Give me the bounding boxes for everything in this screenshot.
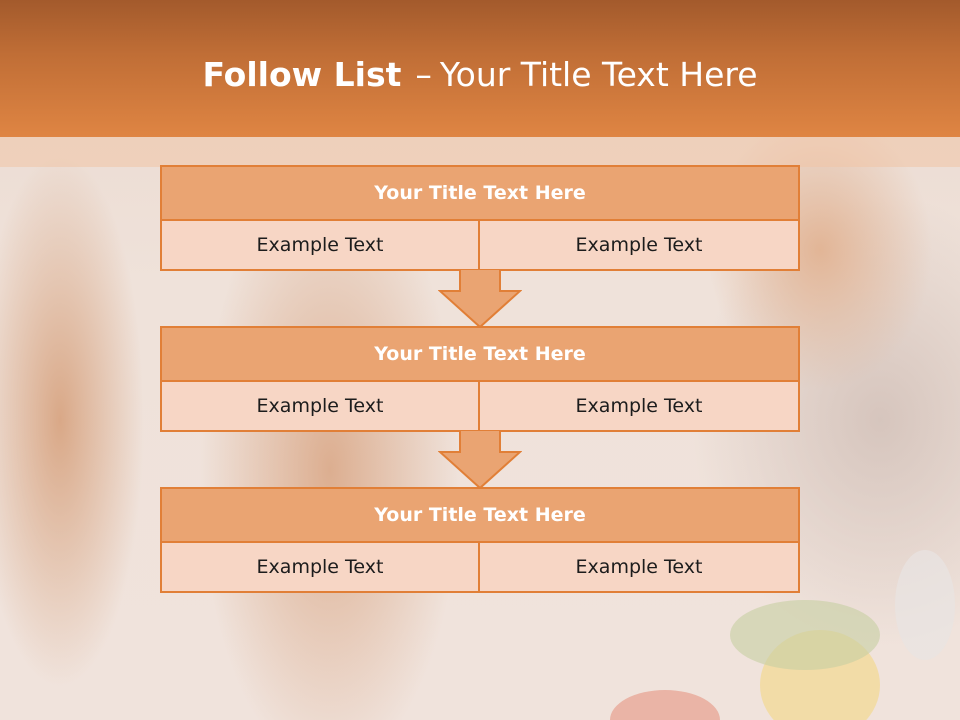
photo-glass (895, 550, 955, 660)
title-header-bar (0, 0, 960, 137)
title-separator: – (415, 55, 432, 94)
photo-vegetable (730, 600, 880, 670)
flow-step-right-text: Example Text (480, 543, 800, 593)
slide-title: Follow List–Your Title Text Here (0, 52, 960, 98)
arrow-down-icon (438, 430, 522, 490)
flow-step-left-text: Example Text (160, 382, 480, 432)
flow-step-left-text: Example Text (160, 543, 480, 593)
arrow-down-icon (438, 269, 522, 329)
flow-step-right-text: Example Text (480, 221, 800, 271)
flow-step-left-text: Example Text (160, 221, 480, 271)
slide-title-rest: Your Title Text Here (439, 55, 758, 94)
flow-step-right-text: Example Text (480, 382, 800, 432)
flow-step-title: Your Title Text Here (160, 487, 800, 543)
photo-vegetable (610, 690, 720, 720)
flow-step-title: Your Title Text Here (160, 326, 800, 382)
flow-step-title: Your Title Text Here (160, 165, 800, 221)
header-fade-band (0, 137, 960, 167)
slide-title-bold: Follow List (202, 55, 402, 94)
